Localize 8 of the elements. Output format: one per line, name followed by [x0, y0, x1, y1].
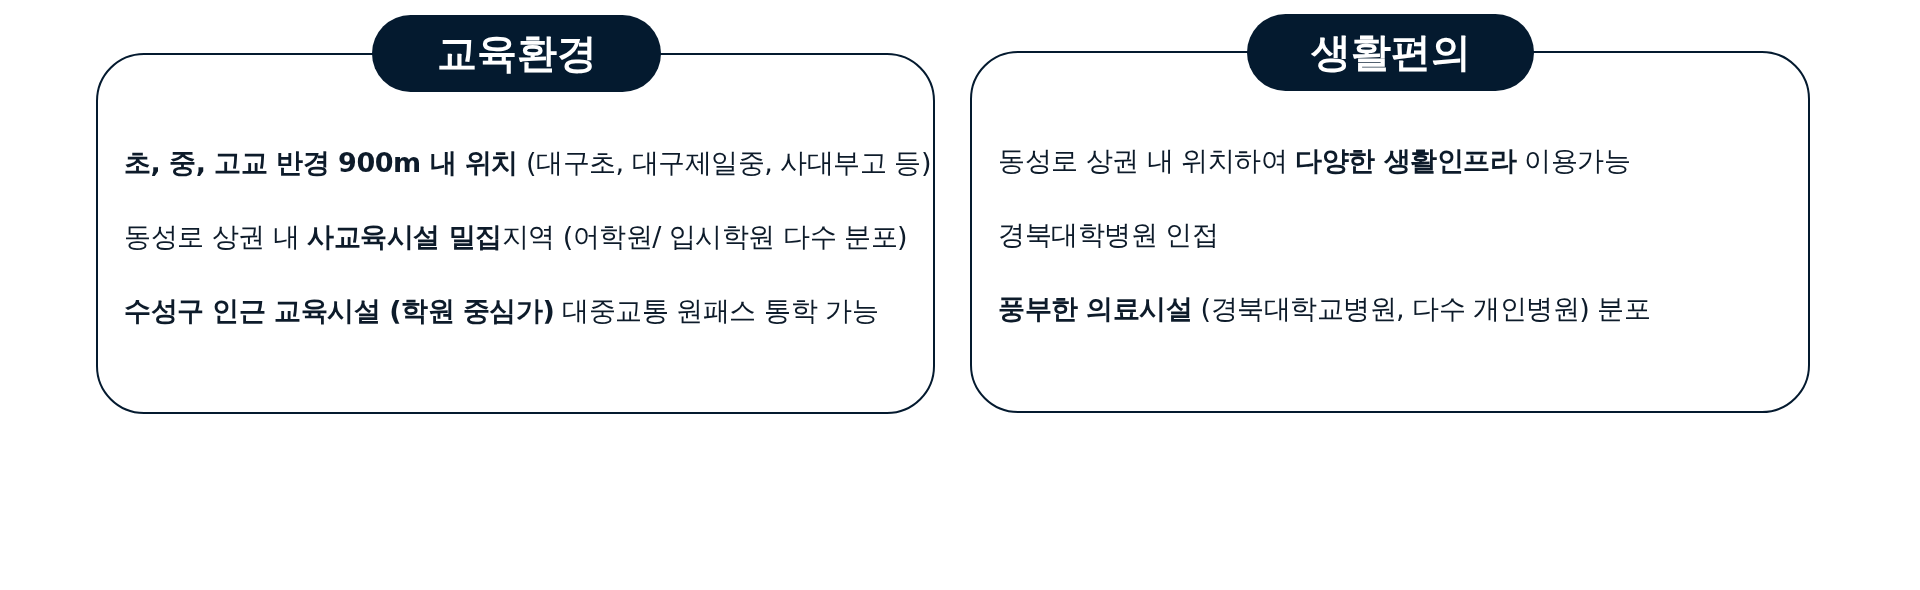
heading-pill: 교육환경 — [372, 15, 661, 92]
text: 초, 중, 고교 반경 900m 내 위치 (대구초, 대구제일중, 사대부고 등) — [124, 146, 931, 180]
heading-pill: 생활편의 — [1247, 14, 1534, 91]
text: 풍부한 의료시설 (경북대학교병원, 다수 개인병원) 분포 — [998, 292, 1651, 326]
text: 동성로 상권 내 위치하여 다양한 생활인프라 이용가능 — [998, 144, 1631, 178]
text: 수성구 인근 교육시설 (학원 중심가) 대중교통 원패스 통학 가능 — [124, 294, 879, 328]
text: 동성로 상권 내 사교육시설 밀집지역 (어학원/ 입시학원 다수 분포) — [124, 220, 908, 254]
text: 경북대학병원 인접 — [998, 218, 1219, 252]
